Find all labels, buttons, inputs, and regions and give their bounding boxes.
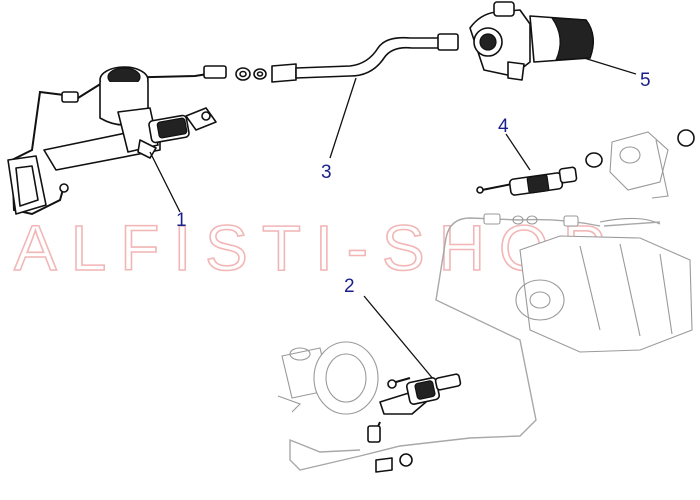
- leader-line-4: [505, 133, 531, 171]
- leader-line-3: [329, 77, 357, 159]
- clutch-slave-cylinder: [469, 1, 637, 81]
- flexible-hose: [271, 33, 459, 159]
- callout-3: 3: [321, 162, 332, 183]
- watermark-text: ALFISTI-SHOP: [14, 212, 619, 284]
- washers-top: [235, 67, 267, 81]
- callout-1: 1: [176, 210, 187, 231]
- callout-2: 2: [344, 276, 355, 297]
- slave-cylinder-pushrod: [476, 133, 578, 196]
- leader-line-1: [149, 151, 181, 213]
- hydraulic-line-ghost: [289, 213, 661, 471]
- clutch-master-cylinder-lower: [363, 295, 462, 473]
- clutch-master-cylinder: [7, 65, 227, 216]
- leader-line-2: [363, 295, 435, 381]
- leader-line-5: [583, 57, 637, 75]
- brake-servo-ghost: [277, 341, 379, 415]
- callout-5: 5: [640, 70, 651, 91]
- callout-4: 4: [498, 116, 509, 137]
- gearbox-ghost: [515, 217, 693, 353]
- slave-bracket-ghost: [585, 129, 695, 199]
